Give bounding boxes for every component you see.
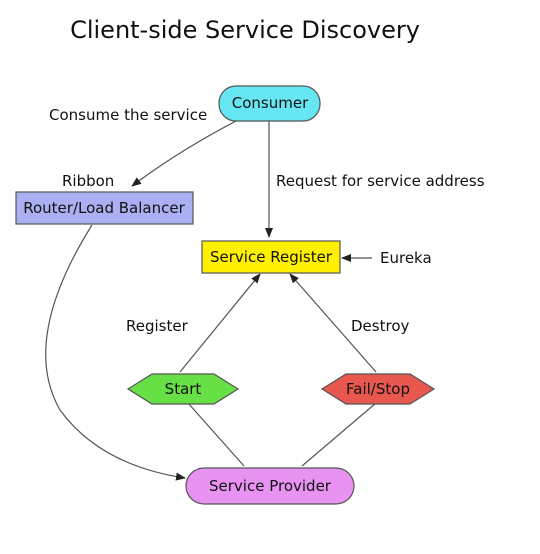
start-shape [126, 373, 240, 405]
label-destroy: Destroy [351, 317, 409, 335]
edge-failstop-to-registry [289, 273, 377, 373]
label-register: Register [126, 317, 189, 335]
label-eureka: Eureka [380, 249, 432, 267]
node-fail-stop: Fail/Stop [320, 373, 436, 405]
node-service-provider: Service Provider [185, 467, 355, 505]
diagram-title: Client-side Service Discovery [70, 16, 420, 44]
node-start: Start [126, 373, 240, 405]
label-ribbon: Ribbon [62, 172, 114, 190]
failstop-shape [320, 373, 436, 405]
edge-start-to-provider [187, 402, 245, 467]
edge-router-to-provider [45, 224, 186, 481]
provider-shape [185, 467, 355, 505]
consumer-label: Consumer [232, 94, 309, 112]
edge-failstop-to-provider [301, 402, 377, 467]
failstop-label: Fail/Stop [346, 380, 410, 398]
node-service-register: Service Register [201, 240, 341, 274]
consumer-shape [218, 85, 321, 122]
registry-shape [201, 240, 341, 274]
edge-start-to-registry [179, 273, 261, 373]
provider-label: Service Provider [209, 477, 332, 495]
node-consumer: Consumer [218, 85, 321, 122]
router-shape [15, 191, 194, 225]
start-label: Start [165, 380, 202, 398]
router-label: Router/Load Balancer [23, 199, 185, 217]
registry-label: Service Register [210, 248, 333, 266]
label-consume-the-service: Consume the service [49, 106, 207, 124]
label-request-for-service-address: Request for service address [276, 172, 485, 190]
node-router-load-balancer: Router/Load Balancer [15, 191, 194, 225]
edge-consumer-to-router [131, 119, 239, 187]
